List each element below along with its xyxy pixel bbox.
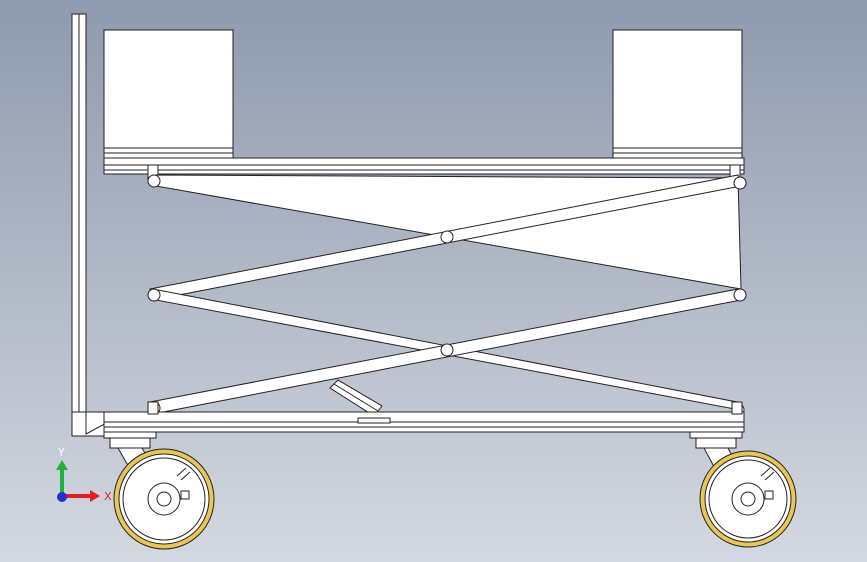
push-handle[interactable]: [71, 13, 113, 437]
x-axis-label: X: [104, 490, 112, 503]
z-axis-dot: [57, 492, 67, 502]
wheel-hub-right: [740, 491, 756, 507]
pivot-pin: [440, 343, 454, 357]
pivot-pin: [147, 288, 161, 302]
coordinate-triad[interactable]: Y X: [56, 446, 112, 503]
pivot-pin: [147, 174, 161, 188]
caster-left[interactable]: [103, 431, 215, 550]
payload-box-left[interactable]: [103, 29, 234, 159]
x-axis-arrowhead: [90, 490, 100, 502]
pivot-pin: [440, 230, 454, 244]
y-axis-label: Y: [57, 446, 65, 459]
y-axis-arrowhead: [56, 460, 68, 470]
pivot-pin: [733, 176, 747, 190]
caster-right[interactable]: [689, 431, 797, 548]
wheel-hub-left: [156, 491, 172, 507]
base-frame[interactable]: [103, 401, 745, 433]
payload-box-right[interactable]: [612, 29, 743, 159]
top-platform[interactable]: [103, 157, 745, 180]
pivot-pin: [733, 288, 747, 302]
